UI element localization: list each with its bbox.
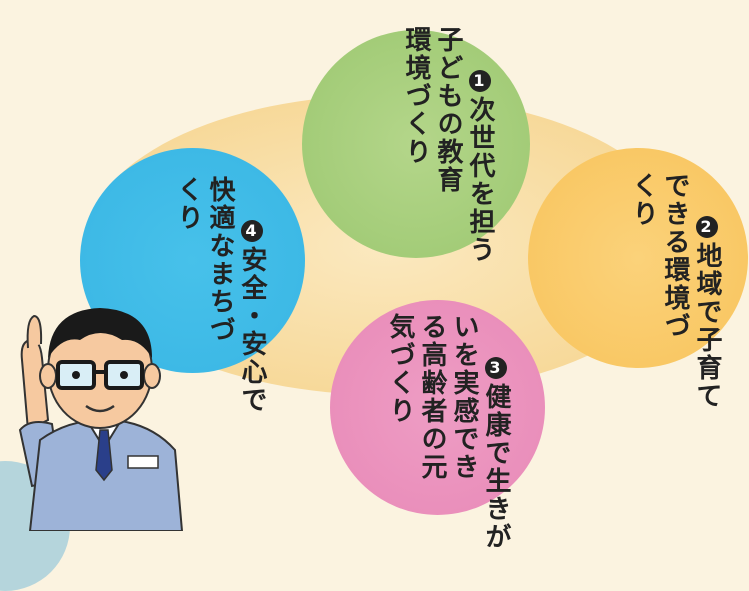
- item-2-number: 2: [696, 216, 718, 239]
- item-2-text: 地域で子育て できる環境づ くり: [628, 172, 722, 411]
- item-4-text: 安全・安心で 快適なまちづ くり: [173, 176, 267, 415]
- diagram: 1次世代を担う 子どもの教育 環境づくり 2地域で子育て できる環境づ くり 3…: [0, 26, 749, 591]
- item-4-label: 4安全・安心で 快適なまちづ くり: [140, 176, 300, 414]
- item-1-label: 1次世代を担う 子どもの教育 環境づくり: [368, 26, 528, 264]
- item-3-number: 3: [485, 357, 507, 380]
- circle-item-3: [330, 300, 545, 515]
- item-1-number: 1: [469, 70, 491, 93]
- item-4-number: 4: [241, 220, 263, 243]
- item-2-label: 2地域で子育て できる環境づ くり: [595, 172, 749, 410]
- mascot-illustration: [18, 308, 184, 531]
- item-1-text: 次世代を担う 子どもの教育 環境づくり: [401, 26, 495, 265]
- item-3-label: 3健康で生きが いを実感でき る高齢者の元 気づくり: [352, 313, 544, 551]
- item-3-text: 健康で生きが いを実感でき る高齢者の元 気づくり: [385, 313, 511, 552]
- circle-item-1: [302, 30, 530, 258]
- circle-item-2: [528, 148, 748, 368]
